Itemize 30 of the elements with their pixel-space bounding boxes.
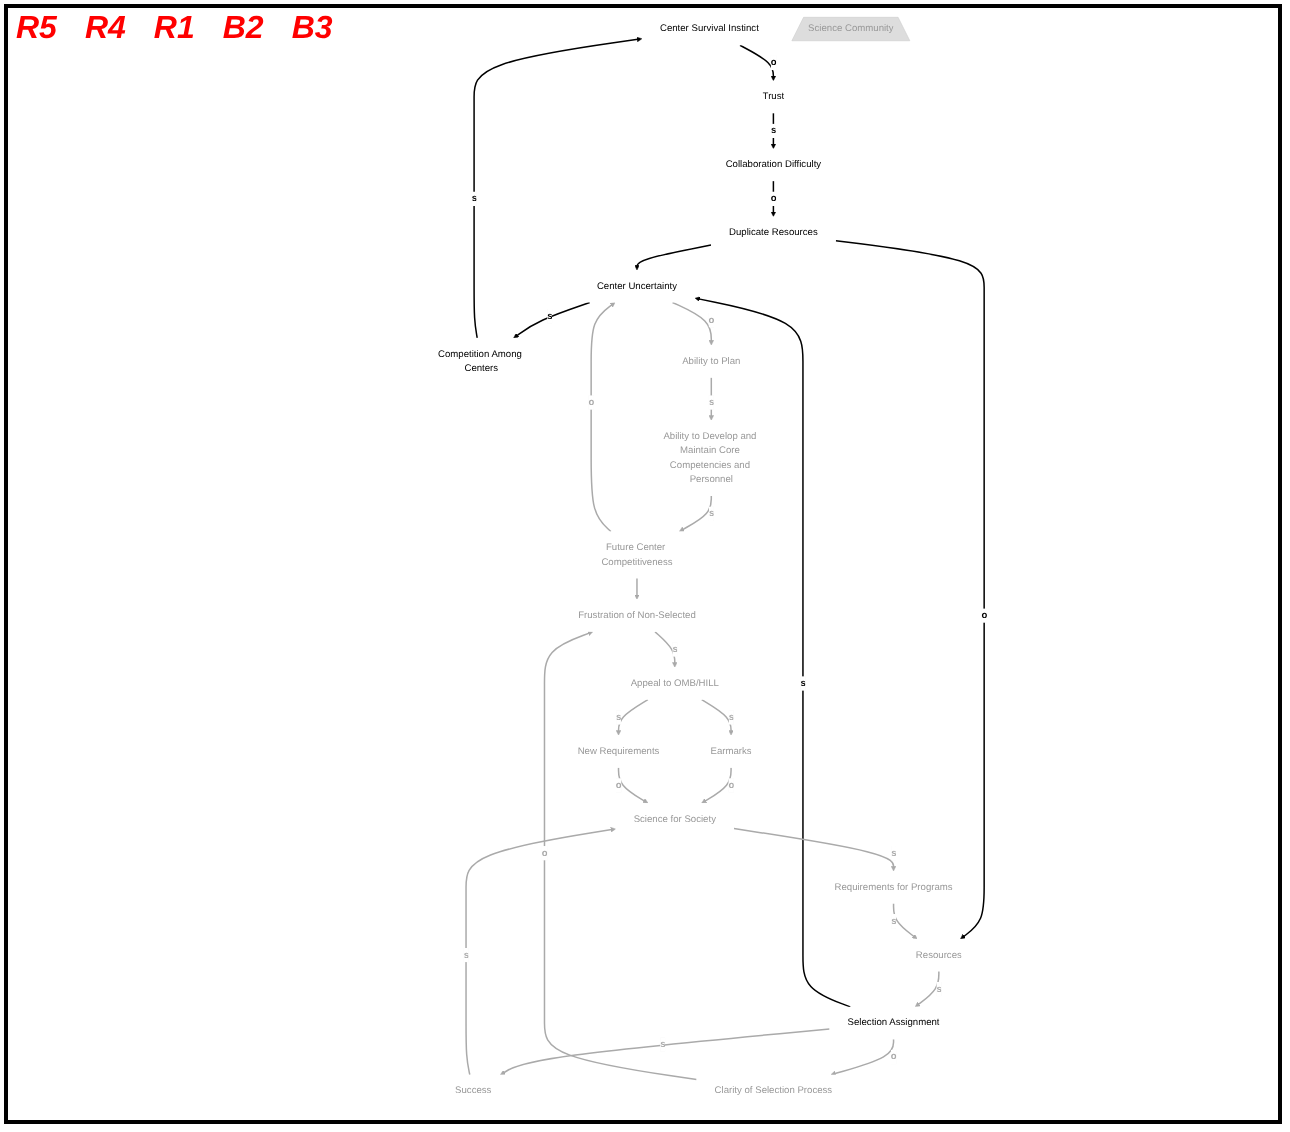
arrow [892,902,918,940]
arrow [590,302,616,533]
arrow [473,36,643,339]
arrow [500,1028,831,1075]
arrow [914,970,940,1008]
arrow [634,577,640,600]
arrow [634,244,712,271]
arrow [835,239,985,940]
arrow [694,296,851,1008]
loop-label: R4 [84,12,126,48]
arrow [700,699,734,736]
arrow [617,766,649,804]
arrow [701,766,732,804]
arrow [708,376,714,421]
loop-label: R5 [16,12,57,48]
arrow [671,301,714,346]
arrow [513,301,591,339]
arrow [679,495,713,532]
arrow [739,44,777,81]
loop-label: B2 [222,12,264,48]
loop-label: B3 [291,12,333,48]
arrow [465,827,616,1076]
loop-label: R1 [153,12,195,48]
arrow [615,699,649,736]
arrow [543,631,698,1081]
arrow [830,1038,895,1076]
arrow [654,631,678,668]
arrow [770,180,777,217]
arrow [733,827,897,872]
arrow [770,112,777,149]
